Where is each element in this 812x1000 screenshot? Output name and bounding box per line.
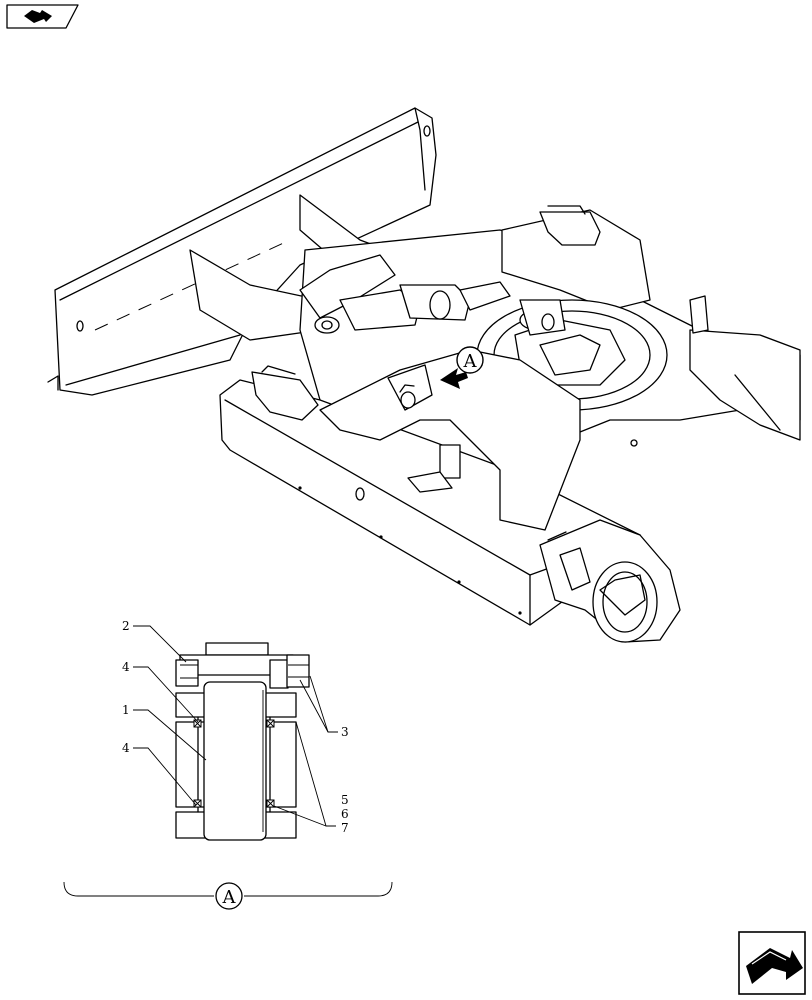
callout-4-upper: 4	[122, 660, 130, 674]
detail-marker-label: A	[463, 351, 478, 372]
next-page-arrow-icon[interactable]	[738, 931, 806, 995]
undercarriage-frame-drawing	[47, 107, 801, 643]
callout-1: 1	[122, 703, 130, 717]
callout-5: 5	[341, 793, 349, 807]
detail-a-brace: A	[63, 881, 393, 910]
callout-6: 6	[341, 807, 349, 821]
callout-4-lower: 4	[122, 741, 130, 755]
detail-a-marker: A	[440, 346, 484, 389]
detail-a-pin-assembly: 2 4 1 4 3 5 6 7	[122, 619, 349, 841]
detail-a-label: A	[222, 887, 237, 908]
callout-7: 7	[341, 821, 349, 835]
callout-3: 3	[341, 725, 349, 739]
callout-2: 2	[122, 619, 130, 633]
book-arrow-icon[interactable]	[6, 4, 79, 29]
